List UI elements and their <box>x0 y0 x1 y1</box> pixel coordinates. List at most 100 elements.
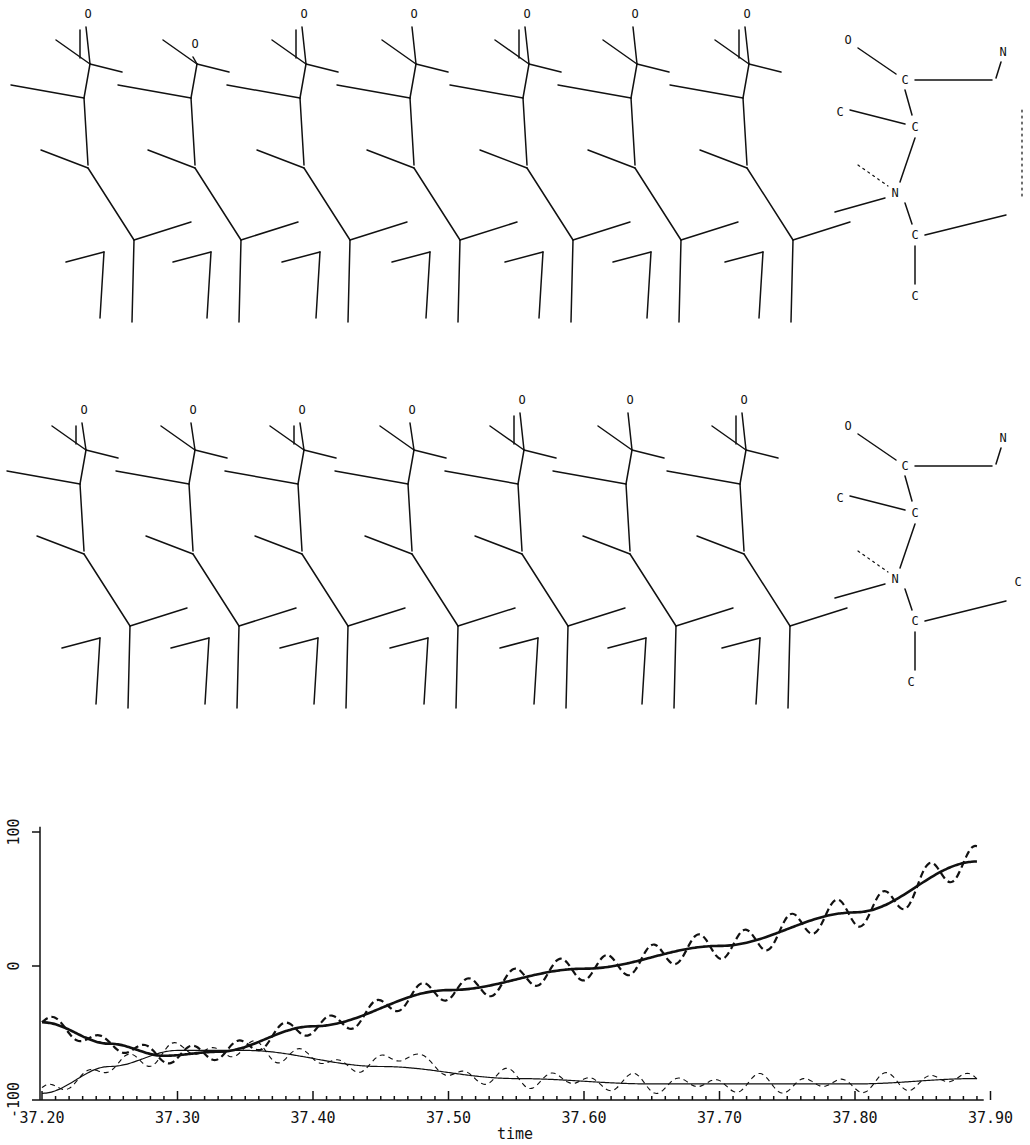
x-tick <box>95 1096 97 1100</box>
x-tick <box>407 1096 409 1100</box>
bond-line <box>558 85 631 98</box>
bond-line <box>148 150 195 168</box>
bond-line <box>408 484 412 551</box>
bond-line <box>37 536 84 554</box>
bond-line <box>518 30 520 58</box>
x-tick <box>597 1096 599 1100</box>
x-tick <box>339 1096 341 1100</box>
bond-line <box>626 484 630 551</box>
x-tick <box>773 1096 775 1100</box>
x-tick <box>245 1096 247 1100</box>
bond-line <box>90 64 122 72</box>
bond-line <box>914 632 916 670</box>
bond-line <box>134 222 191 240</box>
x-tick <box>312 1091 314 1100</box>
bond-line <box>84 98 88 165</box>
y-tick <box>32 831 40 833</box>
x-tick <box>366 1096 368 1100</box>
axis-tick-label: 37.20 <box>18 1111 65 1126</box>
bond-line <box>161 426 195 450</box>
atom-label: C <box>1013 576 1022 588</box>
x-tick <box>719 1091 721 1100</box>
bond-line <box>257 150 304 168</box>
x-tick <box>881 1096 883 1100</box>
atom-label: C <box>910 615 919 627</box>
bond-line <box>679 240 681 322</box>
bond-line <box>793 222 850 240</box>
bond-line <box>850 110 905 124</box>
x-tick <box>82 1096 84 1100</box>
x-tick <box>217 1096 219 1100</box>
bond-line <box>495 40 529 64</box>
bond-line <box>925 601 1006 621</box>
bond-line <box>316 252 320 318</box>
x-tick <box>922 1096 924 1100</box>
bond-line <box>456 626 458 708</box>
bond-line <box>742 413 746 450</box>
atom-label: O <box>843 420 852 432</box>
y-axis <box>39 827 41 1100</box>
bond-line <box>365 536 412 554</box>
bond-line <box>735 416 737 444</box>
x-tick <box>353 1096 355 1100</box>
x-tick <box>258 1096 260 1100</box>
bond-line <box>681 222 738 240</box>
x-tick <box>854 1091 856 1100</box>
bond-line <box>633 27 637 64</box>
atom-label: N <box>998 432 1007 444</box>
x-tick <box>759 1096 761 1100</box>
bond-line <box>637 64 669 72</box>
x-tick <box>461 1096 463 1100</box>
x-tick <box>637 1096 639 1100</box>
x-tick <box>936 1096 938 1100</box>
bond-line <box>529 64 561 72</box>
x-tick <box>136 1096 138 1100</box>
bond-line <box>130 608 187 626</box>
axis-tick-label: 100 <box>7 817 22 846</box>
bond-line <box>905 203 912 224</box>
bond-line <box>759 252 763 318</box>
x-tick <box>448 1091 450 1100</box>
x-tick <box>502 1096 504 1100</box>
bond-line <box>490 426 524 450</box>
x-tick <box>190 1096 192 1100</box>
bond-line <box>314 638 318 704</box>
bond-line <box>414 450 446 458</box>
data-curve <box>42 1050 977 1093</box>
bond-line <box>116 471 189 484</box>
x-tick <box>841 1096 843 1100</box>
x-tick <box>583 1091 585 1100</box>
atom-label: O <box>843 34 852 46</box>
atom-label: C <box>910 290 919 302</box>
bond-line <box>416 64 448 72</box>
bond-line <box>227 85 300 98</box>
bond-line <box>450 85 523 98</box>
x-tick <box>949 1096 951 1100</box>
bond-line <box>613 252 651 262</box>
bond-line <box>191 98 195 165</box>
bond-line <box>788 626 790 708</box>
x-tick <box>285 1096 287 1100</box>
bond-line <box>743 64 749 98</box>
bond-line <box>337 85 410 98</box>
bond-line <box>674 626 676 708</box>
x-tick <box>610 1096 612 1100</box>
atom-label: O <box>190 38 199 50</box>
atom-label: O <box>407 404 416 416</box>
bond-line <box>282 252 320 262</box>
bond-line <box>568 608 625 626</box>
bond-line <box>905 90 912 115</box>
atom-label: O <box>83 8 92 20</box>
bond-line <box>86 27 90 64</box>
bond-line <box>858 551 888 572</box>
bond-line <box>835 198 885 212</box>
bond-line <box>525 27 529 64</box>
bond-line <box>527 168 573 240</box>
x-tick <box>488 1096 490 1100</box>
data-curve <box>42 1041 977 1094</box>
bond-line <box>676 608 733 626</box>
bond-line <box>80 450 86 484</box>
bond-line <box>518 484 522 551</box>
bond-line <box>460 222 517 240</box>
bond-line <box>539 252 543 318</box>
